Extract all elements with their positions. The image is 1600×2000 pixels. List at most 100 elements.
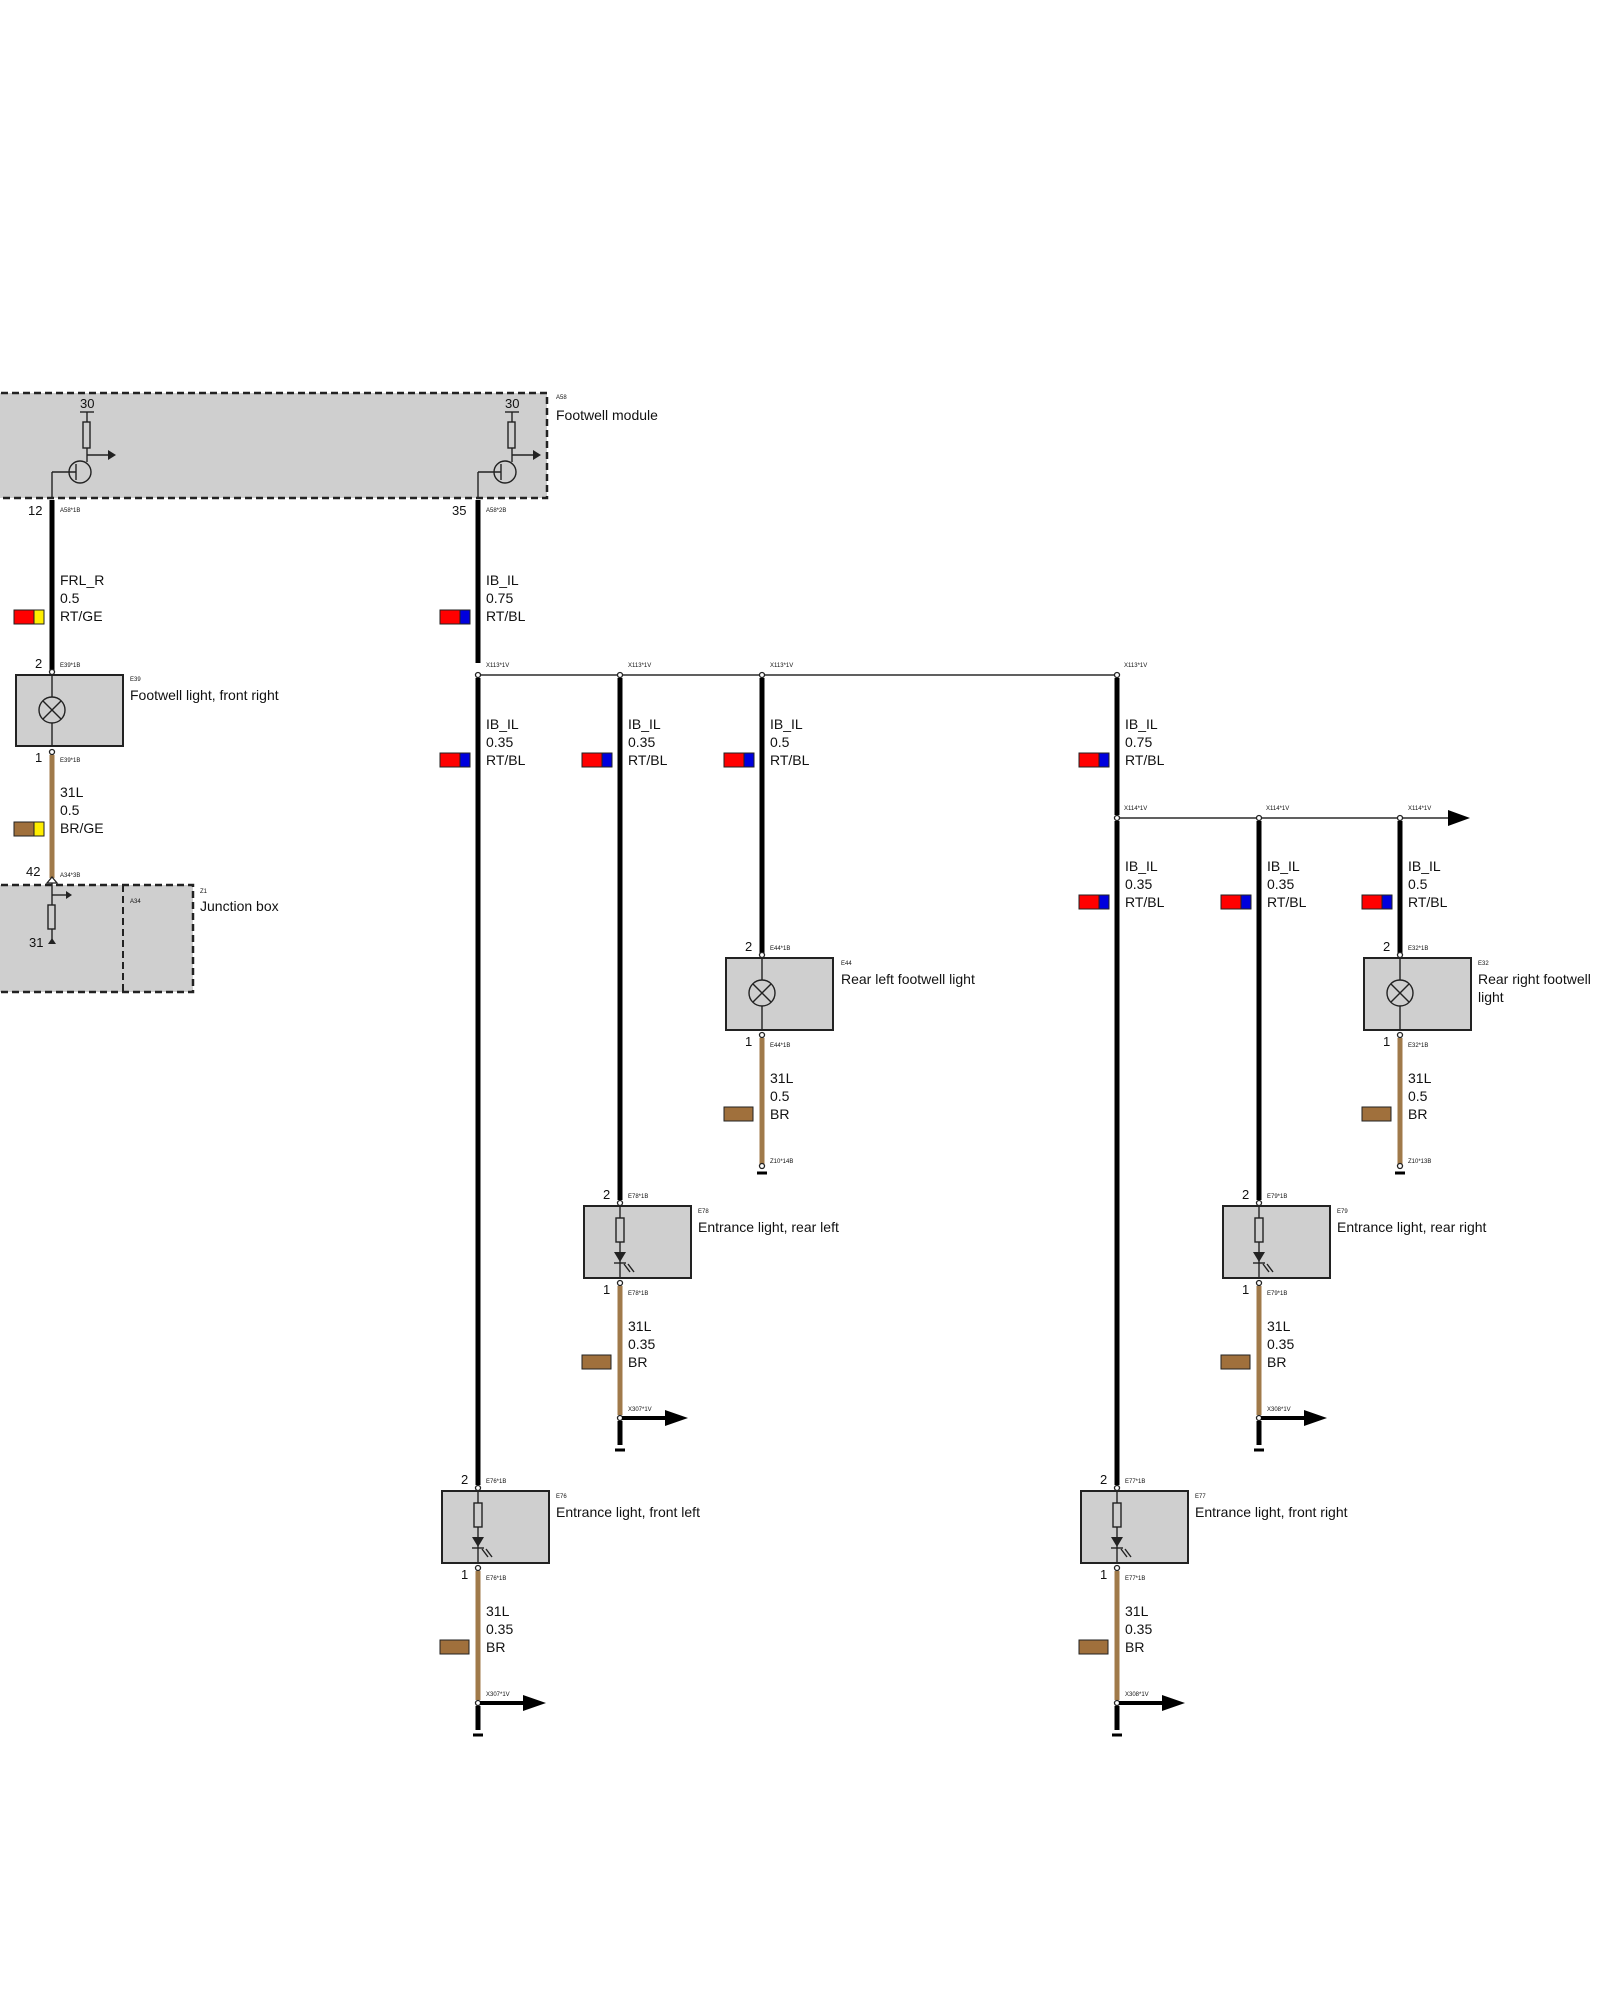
junction-box-pin-31: 31: [29, 935, 43, 950]
pin-e77-1: 1: [1100, 1567, 1107, 1582]
connector-z10-13b: Z10*13B: [1408, 1159, 1431, 1165]
e77-id: E77: [1195, 1494, 1206, 1500]
connector-x114-1: X114*1V: [1124, 806, 1147, 812]
wire-gnd-e76: 31L 0.35 BR X307*1V: [439, 1571, 546, 1737]
e44-name: Rear left footwell light: [841, 971, 975, 987]
lamp-icon: [38, 675, 66, 746]
wire-ib-e44-size: 0.5: [770, 734, 790, 750]
wire-ib-x114-size: 0.75: [1125, 734, 1152, 750]
wire-gnd-e78: 31L 0.35 BR X307*1V: [581, 1286, 688, 1452]
driver-transistor-right-icon: 30: [477, 396, 541, 498]
connector-e77-bottom: E77*1B: [1125, 1576, 1145, 1582]
wire-gnd-e77-color: BR: [1125, 1639, 1144, 1655]
wire-ib-e79-color: RT/BL: [1267, 894, 1307, 910]
wire-gnd-e32-size: 0.5: [1408, 1088, 1428, 1104]
wire-ib-x114-color: RT/BL: [1125, 752, 1165, 768]
connector-e78-top: E78*1B: [628, 1194, 648, 1200]
wire-gnd-e32-signal: 31L: [1408, 1070, 1432, 1086]
footwell-module-name: Footwell module: [556, 407, 658, 423]
e44-rear-left-footwell-light: 2 E44*1B E44 Rear left footwell light 1 …: [725, 939, 975, 1049]
connector-a58-1b: A58*1B: [60, 508, 80, 514]
wire-ib-e44-signal: IB_IL: [770, 716, 803, 732]
ground-fuse-icon: [45, 875, 72, 944]
lamp-icon: [1386, 958, 1414, 1030]
connector-x114-3: X114*1V: [1408, 806, 1431, 812]
color-swatch-gnd-e78: [581, 1354, 612, 1370]
wire-ib-main: 35 A58*2B IB_IL 0.75 RT/BL: [439, 500, 526, 663]
wire-gnd-e44-color: BR: [770, 1106, 789, 1122]
connector-x308-a: X308*1V: [1267, 1407, 1291, 1413]
wire-gnd-e76-signal: 31L: [486, 1603, 510, 1619]
pin-e39-1: 1: [35, 750, 42, 765]
wire-ib-e76-signal: IB_IL: [486, 716, 519, 732]
wire-ib-e77-signal: IB_IL: [1125, 858, 1158, 874]
wire-ib-e32-color: RT/BL: [1408, 894, 1448, 910]
wire-ib-e77-size: 0.35: [1125, 876, 1152, 892]
color-swatch-gnd-e32: [1361, 1106, 1392, 1122]
e78-id: E78: [698, 1209, 709, 1215]
wire-ib-e79: IB_IL 0.35 RT/BL: [1220, 821, 1307, 1200]
e32-name-line1: Rear right footwell: [1478, 971, 1591, 987]
connector-e79-bottom: E79*1B: [1267, 1291, 1287, 1297]
e32-rear-right-footwell-light: 2 E32*1B E32 Rear right footwell light 1…: [1363, 939, 1591, 1049]
wire-gnd-e44-signal: 31L: [770, 1070, 794, 1086]
wire-ib-e44: IB_IL 0.5 RT/BL: [723, 678, 810, 955]
connector-e79-top: E79*1B: [1267, 1194, 1287, 1200]
wire-ib-e76-color: RT/BL: [486, 752, 526, 768]
wire-gnd-e39: 31L 0.5 BR/GE: [13, 755, 104, 878]
wire-gnd-e44: 31L 0.5 BR Z10*14B: [723, 1038, 794, 1175]
wire-gnd-e76-size: 0.35: [486, 1621, 513, 1637]
color-swatch-gnd-e76: [439, 1639, 470, 1655]
e44-id: E44: [841, 961, 852, 967]
connector-x113-2: X113*1V: [628, 663, 651, 669]
driver-transistor-left-icon: 30: [51, 396, 116, 498]
color-swatch-ib-e32: [1361, 894, 1393, 910]
e77-name: Entrance light, front right: [1195, 1504, 1348, 1520]
color-swatch-ib-e77: [1078, 894, 1110, 910]
continuation-arrow-icon: [1304, 1410, 1327, 1426]
wire-gnd-e76-color: BR: [486, 1639, 505, 1655]
wire-gnd-e79: 31L 0.35 BR X308*1V: [1220, 1286, 1327, 1452]
connector-a34-3b: A34*3B: [60, 873, 80, 879]
led-icon: [472, 1491, 493, 1563]
e39-name: Footwell light, front right: [130, 687, 279, 703]
wire-ib-x114-signal: IB_IL: [1125, 716, 1158, 732]
wire-ib-e32-size: 0.5: [1408, 876, 1428, 892]
e78-name: Entrance light, rear left: [698, 1219, 839, 1235]
pin-e76-1: 1: [461, 1567, 468, 1582]
led-icon: [614, 1206, 635, 1278]
wire-gnd-e39-size: 0.5: [60, 802, 80, 818]
color-swatch-ib-e44: [723, 752, 755, 768]
wire-gnd-e79-signal: 31L: [1267, 1318, 1291, 1334]
wire-ib-e79-signal: IB_IL: [1267, 858, 1300, 874]
ground-terminal-icon: [757, 1162, 767, 1175]
connector-x113-1: X113*1V: [486, 663, 509, 669]
color-swatch-ib-x114: [1078, 752, 1110, 768]
wire-ib-e78-size: 0.35: [628, 734, 655, 750]
wire-ib-e77: IB_IL 0.35 RT/BL: [1078, 821, 1165, 1485]
e79-entrance-light-rear-right: 2 E79*1B E79 Entrance light, rear right …: [1222, 1187, 1487, 1297]
continuation-arrow-icon: [665, 1410, 688, 1426]
supply-pin-30-right: 30: [505, 396, 519, 411]
wire-ib-e32-signal: IB_IL: [1408, 858, 1441, 874]
wire-gnd-e32-color: BR: [1408, 1106, 1427, 1122]
junction-box-box: [0, 883, 195, 994]
wire-ib-e76: IB_IL 0.35 RT/BL: [439, 678, 526, 1485]
connector-x307-a: X307*1V: [628, 1407, 652, 1413]
e79-id: E79: [1337, 1209, 1348, 1215]
junction-box: 42 A34*3B Z1 A34 Junction box 31: [0, 864, 279, 994]
e39-footwell-light-front-right: 2 E39*1B E39 Footwell light, front right…: [15, 656, 279, 765]
wire-ib-e79-size: 0.35: [1267, 876, 1294, 892]
connector-e77-top: E77*1B: [1125, 1479, 1145, 1485]
color-swatch-ib-e78: [581, 752, 613, 768]
connector-x307-b: X307*1V: [486, 1692, 510, 1698]
e78-entrance-light-rear-left: 2 E78*1B E78 Entrance light, rear left 1…: [583, 1187, 839, 1297]
e77-entrance-light-front-right: 2 E77*1B E77 Entrance light, front right…: [1080, 1472, 1348, 1582]
e39-id: E39: [130, 677, 141, 683]
wire-frl-r-size: 0.5: [60, 590, 80, 606]
junction-box-name: Junction box: [200, 898, 279, 914]
connector-z10-14b: Z10*14B: [770, 1159, 793, 1165]
connector-a58-2b: A58*2B: [486, 508, 506, 514]
pin-e76-2: 2: [461, 1472, 468, 1487]
